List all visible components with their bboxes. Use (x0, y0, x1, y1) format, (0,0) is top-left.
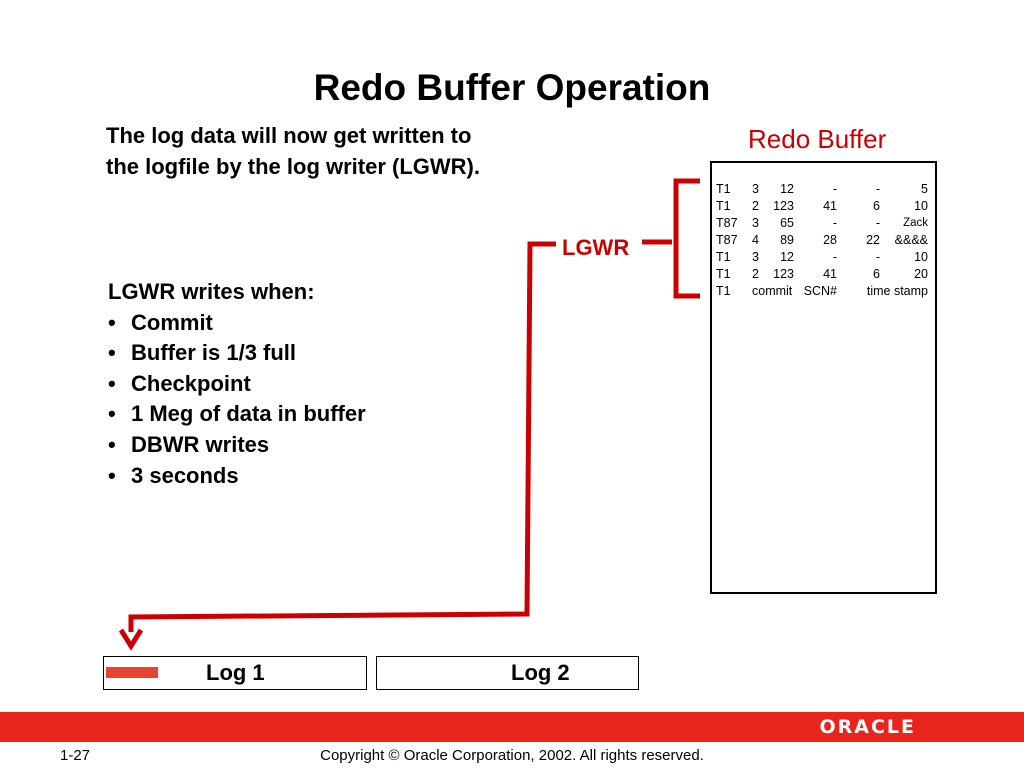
table-row: T87 4 89 28 22 &&&& (716, 232, 928, 249)
table-cell: - (875, 250, 880, 264)
oracle-logo: ORACLE (819, 716, 916, 738)
legend-timestamp: time stamp (866, 284, 928, 298)
bullet: • (108, 401, 116, 427)
table-cell: - (875, 182, 880, 196)
condition-one-meg: 1 Meg of data in buffer (131, 401, 366, 427)
table-cell: 12 (780, 182, 794, 196)
table-cell: 10 (914, 250, 928, 264)
legend-transaction: T1 (716, 284, 731, 298)
table-cell: Zack (903, 217, 928, 229)
redo-buffer-box: T1 3 12 - - 5 T1 2 123 41 6 10 T87 3 65 … (710, 161, 937, 594)
table-cell: 10 (914, 199, 928, 213)
table-cell: 6 (873, 267, 880, 281)
footer-bar: ORACLE (0, 712, 1024, 742)
condition-commit: Commit (131, 309, 213, 335)
table-row: T1 3 12 - - 10 (716, 249, 928, 266)
table-cell: - (875, 216, 880, 230)
table-cell: - (832, 216, 837, 230)
log-file-1: Log 1 (103, 656, 367, 690)
table-cell: T1 (716, 250, 731, 264)
legend-commit: commit (752, 284, 793, 298)
table-row: T87 3 65 - - Zack (716, 215, 928, 232)
lgwr-writes-header: LGWR writes when: (108, 279, 315, 304)
condition-buffer-third-full: Buffer is 1/3 full (131, 340, 297, 366)
copyright-notice: Copyright © Oracle Corporation, 2002. Al… (320, 747, 704, 764)
table-cell: 3 (752, 182, 759, 196)
condition-checkpoint: Checkpoint (131, 370, 251, 396)
list-item: • DBWR writes (108, 430, 508, 461)
table-cell: 123 (773, 199, 794, 213)
lgwr-flow-line (128, 241, 556, 632)
list-item: • 3 seconds (108, 461, 508, 492)
log1-label: Log 1 (206, 660, 265, 685)
condition-three-seconds: 3 seconds (131, 462, 239, 488)
table-cell: 41 (823, 267, 837, 281)
log2-label: Log 2 (511, 660, 570, 685)
list-item: • Commit (108, 308, 508, 339)
table-row-legend: T1 commit SCN# time stamp (716, 283, 928, 300)
table-cell: 12 (780, 250, 794, 264)
list-item: • Buffer is 1/3 full (108, 338, 508, 369)
table-cell: - (832, 182, 837, 196)
list-item: • 1 Meg of data in buffer (108, 399, 508, 430)
table-cell: T1 (716, 199, 731, 213)
table-cell: 89 (780, 233, 794, 247)
table-cell: T1 (716, 182, 731, 196)
page-number: 1-27 (60, 747, 91, 764)
table-cell: 2 (752, 199, 759, 213)
lgwr-conditions: •Commit •Buffer is 1/3 full •Checkpoint … (108, 308, 508, 492)
bullet: • (108, 340, 116, 366)
table-cell: 20 (914, 267, 928, 281)
bullet: • (108, 431, 116, 457)
redo-buffer-label: Redo Buffer (748, 124, 887, 154)
table-row: T1 3 12 - - 5 (716, 181, 928, 198)
lgwr-label: LGWR (562, 235, 630, 260)
table-cell: - (832, 250, 837, 264)
slide-title: Redo Buffer Operation (313, 67, 711, 108)
lgwr-writes-list: LGWR writes when: • Commit • Buffer is 1/3… (108, 277, 508, 491)
table-cell: 3 (752, 216, 759, 230)
table-cell: T87 (716, 233, 738, 247)
table-cell: 28 (823, 233, 837, 247)
bullet: • (108, 370, 116, 396)
table-cell: T87 (716, 216, 738, 230)
buffer-bracket (673, 178, 700, 299)
legend-scn: SCN# (803, 284, 837, 298)
log-file-2: Log 2 (376, 656, 639, 690)
write-position-marker (106, 667, 158, 678)
table-cell: 3 (752, 250, 759, 264)
intro-text: The log data will now get written to the… (106, 123, 480, 179)
list-item: • Checkpoint (108, 369, 508, 400)
table-row: T1 2 123 41 6 20 (716, 266, 928, 283)
table-cell: 65 (780, 216, 794, 230)
down-arrow-icon (118, 628, 144, 651)
table-cell: &&&& (894, 233, 928, 247)
table-cell: 123 (773, 267, 794, 281)
table-cell: 41 (823, 199, 837, 213)
table-cell: 22 (866, 233, 880, 247)
table-cell: 2 (752, 267, 759, 281)
table-cell: 5 (921, 182, 928, 196)
table-row: T1 2 123 41 6 10 (716, 198, 928, 215)
table-cell: T1 (716, 267, 731, 281)
table-cell: 6 (873, 199, 880, 213)
bullet: • (108, 309, 116, 335)
condition-dbwr-writes: DBWR writes (131, 431, 270, 457)
redo-buffer-table: T1 3 12 - - 5 T1 2 123 41 6 10 T87 3 65 … (716, 181, 928, 300)
table-cell: 4 (752, 233, 759, 247)
bullet: • (108, 462, 116, 488)
